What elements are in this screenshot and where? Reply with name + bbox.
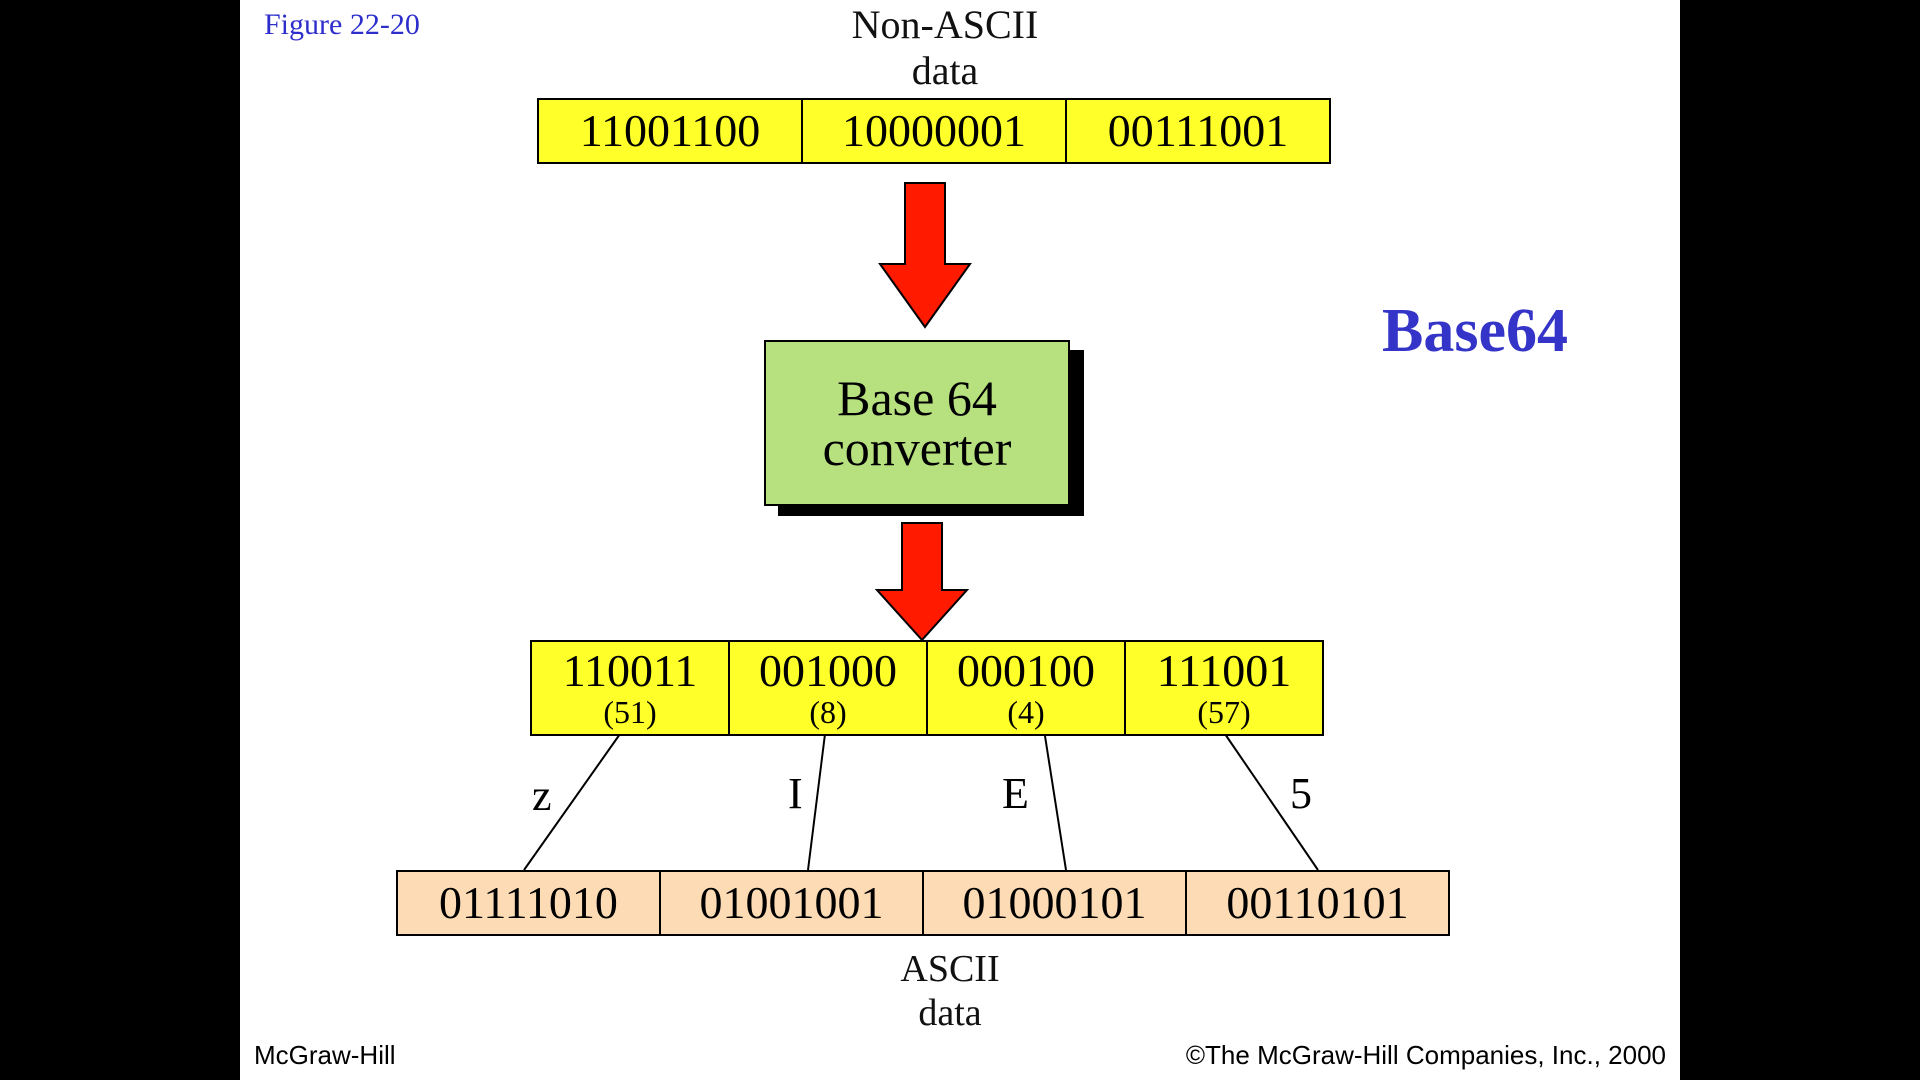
slide-title: Base64 — [1382, 297, 1568, 365]
ascii-caption: ASCII data — [820, 948, 1080, 1035]
connector-line — [807, 733, 826, 871]
sextet-bits: 001000 — [759, 645, 897, 696]
converter-label: converter — [822, 420, 1012, 476]
sextet-cell: 001000 (8) — [728, 640, 928, 736]
ascii-byte-cell: 00110101 — [1185, 870, 1450, 936]
input-byte-cell: 00111001 — [1065, 98, 1331, 164]
figure-label: Figure 22-20 — [264, 8, 420, 41]
ascii-byte-row: 01111010 01001001 01000101 00110101 — [396, 870, 1450, 936]
copyright-footer: ©The McGraw-Hill Companies, Inc., 2000 — [1185, 1040, 1666, 1070]
sextet-bits: 000100 — [957, 645, 1095, 696]
ascii-letter: z — [532, 771, 552, 820]
ascii-byte-cell: 01001001 — [659, 870, 924, 936]
sextet-value: (57) — [1197, 694, 1251, 730]
ascii-letter: 5 — [1290, 769, 1312, 818]
sextet-value: (4) — [1007, 694, 1045, 730]
caption-line: Non-ASCII — [851, 2, 1039, 47]
connector-line — [1224, 733, 1319, 871]
sextet-cell: 110011 (51) — [530, 640, 730, 736]
converter-label: Base 64 — [837, 370, 997, 426]
ascii-letter: I — [788, 769, 803, 818]
caption-line: ASCII — [900, 948, 1000, 990]
input-byte-row: 11001100 10000001 00111001 — [537, 98, 1331, 164]
sextet-row: 110011 (51) 001000 (8) 000100 (4) 111001… — [530, 640, 1324, 736]
caption-line: data — [911, 48, 979, 93]
sextet-cell: 000100 (4) — [926, 640, 1126, 736]
sextet-value: (51) — [603, 694, 657, 730]
ascii-letter: E — [1002, 769, 1029, 818]
input-byte-cell: 10000001 — [801, 98, 1067, 164]
ascii-byte-cell: 01000101 — [922, 870, 1187, 936]
sextet-value: (8) — [809, 694, 847, 730]
base64-converter-box: Base 64 converter — [764, 340, 1070, 506]
connector-line — [523, 733, 621, 871]
connector-line — [1044, 735, 1067, 871]
sextet-bits: 110011 — [562, 645, 698, 696]
ascii-byte-cell: 01111010 — [396, 870, 661, 936]
caption-line: data — [918, 991, 982, 1034]
slide: Figure 22-20 Non-ASCII data 11001100 100… — [240, 0, 1680, 1080]
down-arrow-icon — [874, 522, 970, 642]
sextet-bits: 111001 — [1156, 645, 1292, 696]
sextet-cell: 111001 (57) — [1124, 640, 1324, 736]
diagram-connectors — [523, 182, 1319, 871]
non-ascii-caption: Non-ASCII data — [785, 2, 1105, 94]
publisher-footer: McGraw-Hill — [254, 1040, 396, 1070]
down-arrow-icon — [878, 182, 972, 329]
